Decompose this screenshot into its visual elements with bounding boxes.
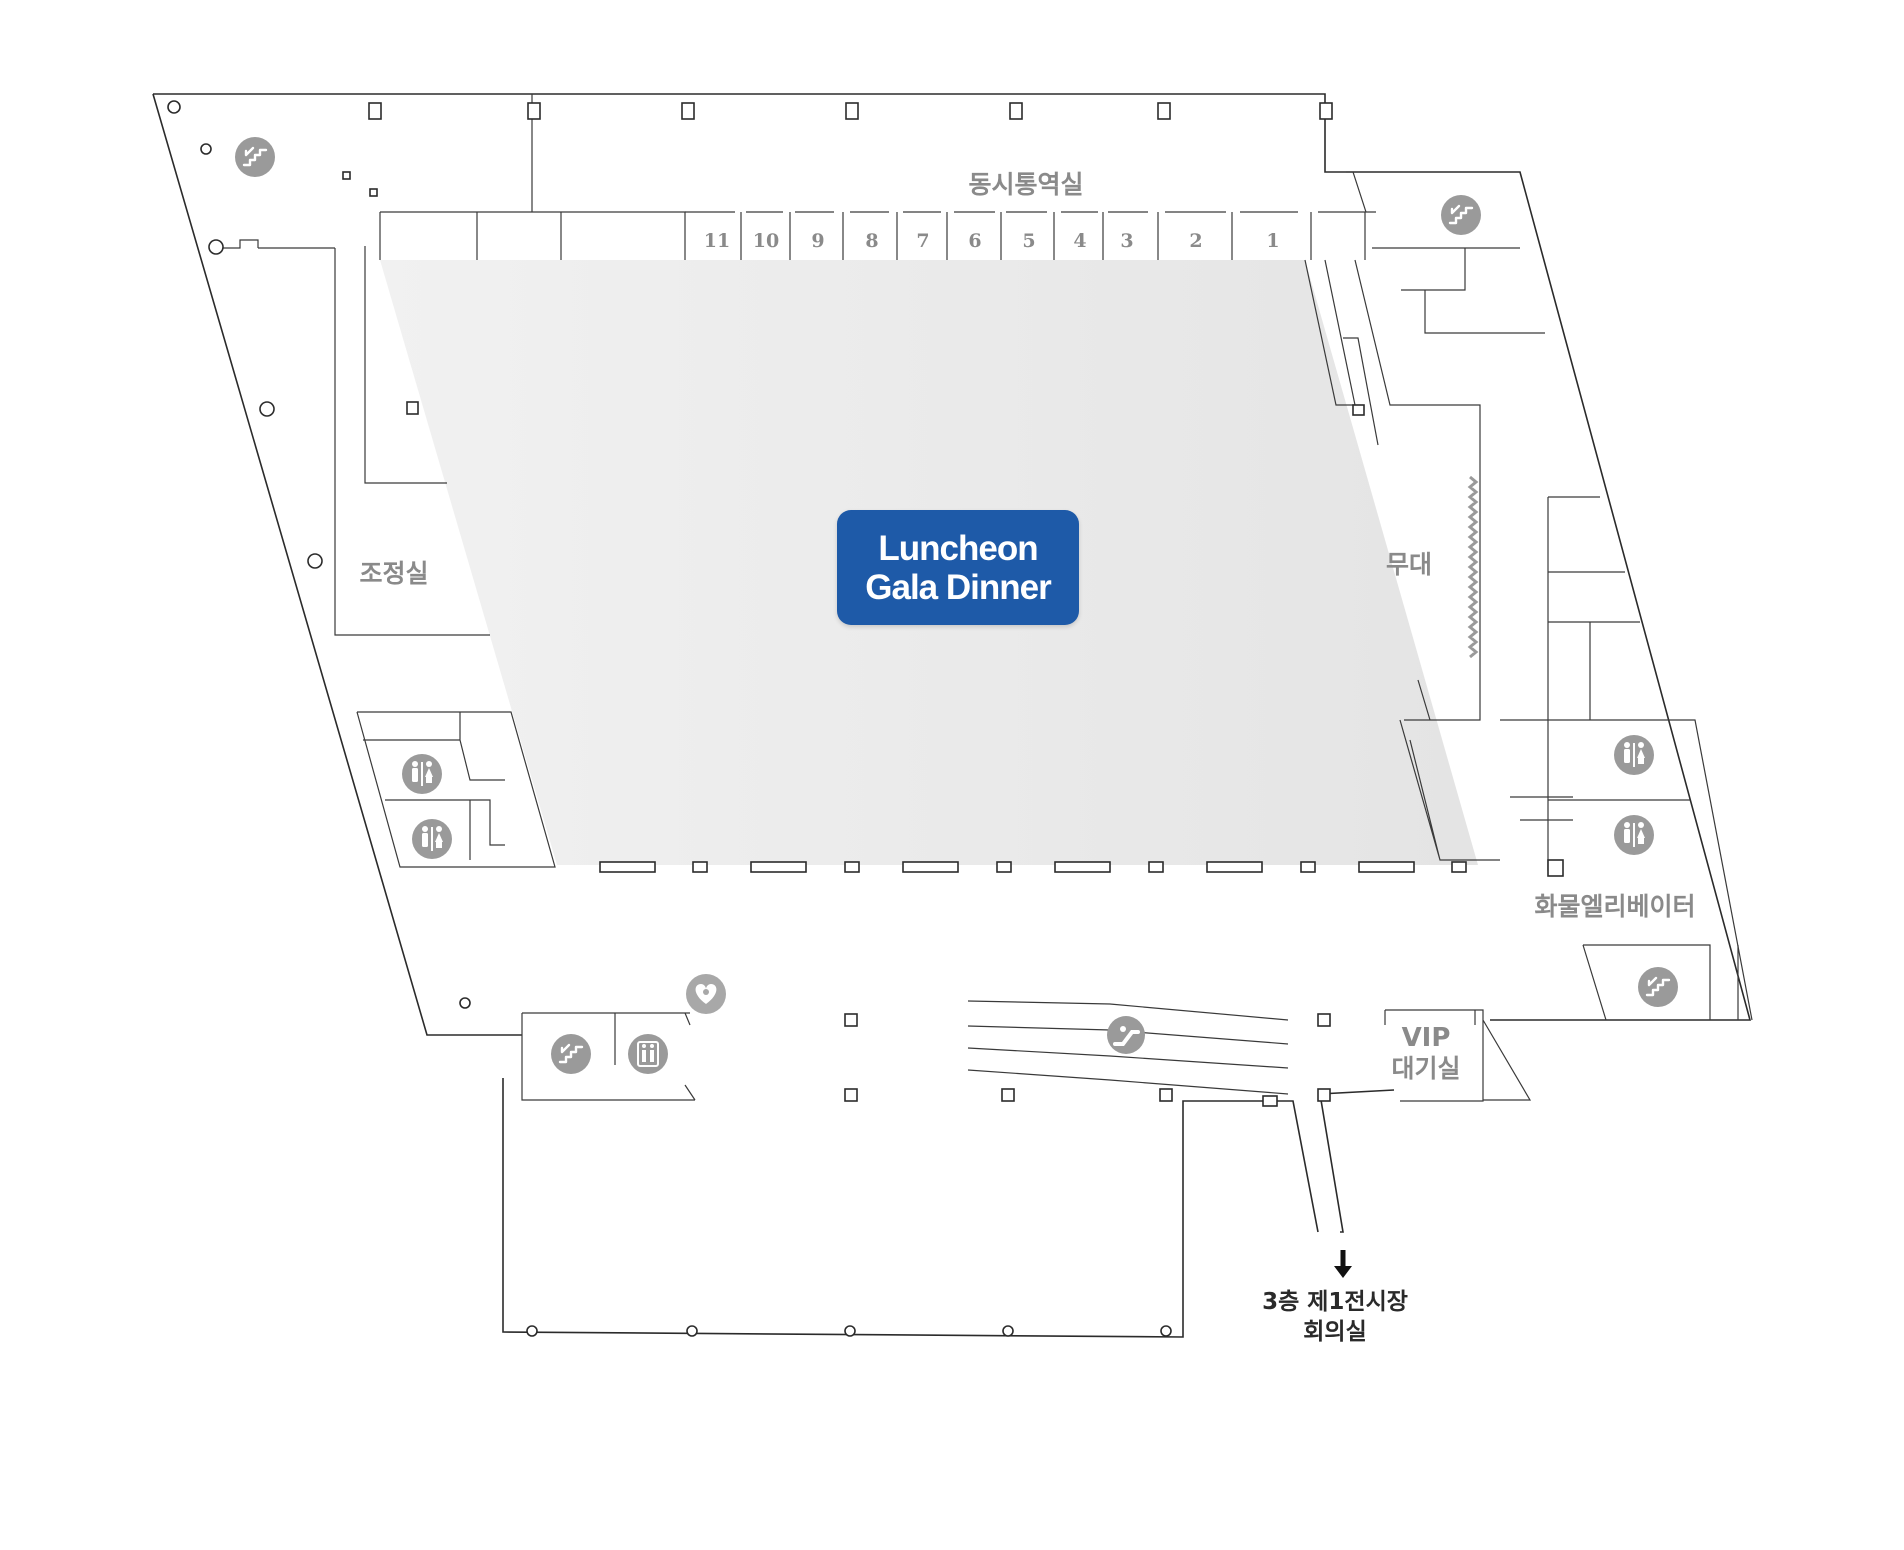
booth-label: 9 (811, 230, 824, 252)
freight-elevator-label: 화물엘리베이터 (1534, 892, 1695, 921)
right-upper-rooms (1346, 171, 1545, 721)
booth-label: 3 (1120, 230, 1133, 252)
booth-label: 7 (916, 230, 929, 252)
nursing-room-icon (686, 974, 726, 1014)
interpretation-room-label: 동시통역실 (968, 170, 1083, 199)
interpretation-booths (685, 211, 1366, 260)
booth-label: 10 (753, 230, 779, 252)
stage-label: 무대 (1386, 550, 1432, 579)
booth-label: 5 (1022, 230, 1035, 252)
exit-destination-line1: 3층 제1전시장 (1262, 1289, 1408, 1315)
building-outline-left (152, 93, 522, 1036)
elevator-icon (628, 1034, 668, 1074)
stairs-icon (549, 1032, 593, 1076)
round-columns (167, 100, 1172, 1337)
booth-label: 4 (1073, 230, 1086, 252)
freight-elevator-walls (1582, 944, 1739, 1021)
restroom-icon (402, 754, 442, 794)
restroom-icon (1614, 815, 1654, 855)
booth-label: 1 (1266, 230, 1279, 252)
booth-label: 8 (865, 230, 878, 252)
restroom-icon (412, 819, 452, 859)
booth-label: 11 (704, 230, 730, 252)
booth-label: 2 (1189, 230, 1202, 252)
stage-curtain (1467, 475, 1479, 659)
event-title-line1: Luncheon (878, 528, 1038, 568)
vip-room-label-line1: VIP (1402, 1023, 1451, 1053)
stairs-icon (1636, 965, 1680, 1009)
building-outline (153, 93, 1752, 1021)
square-columns (342, 102, 1564, 1107)
escalator-icon (1107, 1016, 1145, 1054)
restroom-icon (1614, 735, 1654, 775)
arrow-down-icon (1334, 1250, 1352, 1278)
exit-destination-line2: 회의실 (1303, 1319, 1366, 1345)
vip-room-walls (1384, 1009, 1532, 1102)
corridor-wall-right (1319, 1089, 1395, 1233)
booth-label: 6 (968, 230, 981, 252)
booth-numbers: 11 10 9 8 7 6 5 4 3 2 1 (704, 230, 1280, 252)
event-badge: Luncheon Gala Dinner (837, 510, 1079, 625)
vip-room-label-line2: 대기실 (1391, 1054, 1460, 1083)
event-title-line2: Gala Dinner (865, 567, 1051, 607)
left-restroom-walls (356, 711, 556, 868)
stage-side-walls (1304, 259, 1500, 861)
control-room-label: 조정실 (359, 559, 428, 588)
hall-bottom-openings (599, 861, 1467, 873)
control-room-walls (220, 239, 490, 636)
lower-core-walls (521, 1012, 696, 1101)
building-lower-block (502, 1078, 1319, 1338)
stairs-icon (233, 135, 277, 179)
stairs-icon (1439, 193, 1483, 237)
